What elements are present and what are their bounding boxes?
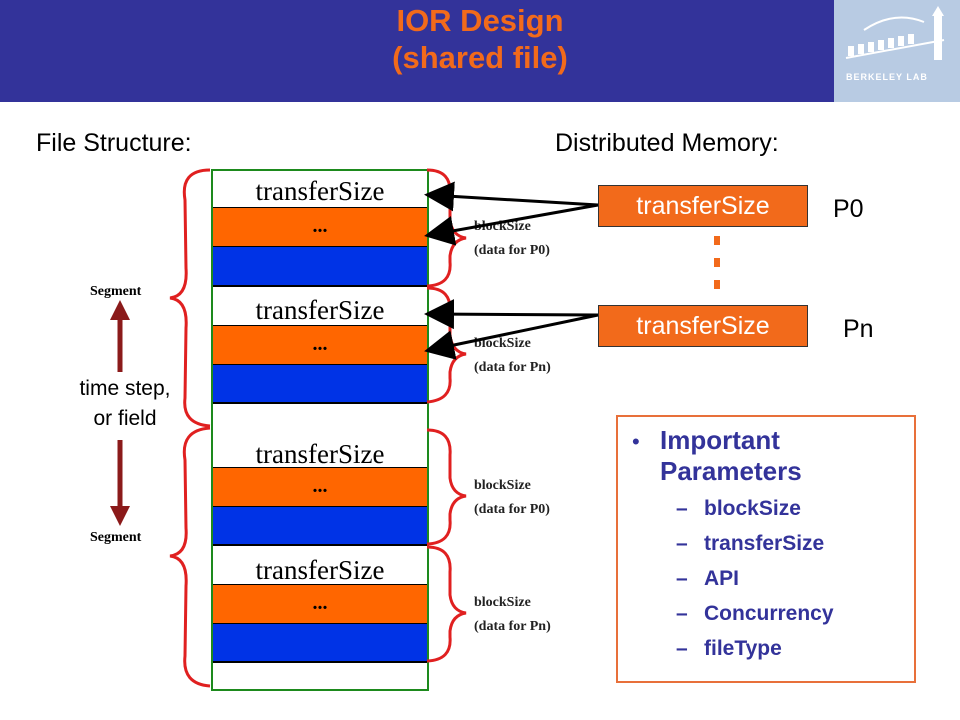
file-transfer-label: transferSize — [255, 295, 385, 325]
segment-label-top: Segment — [90, 284, 142, 299]
param-item: –transferSize — [676, 532, 824, 556]
memory-transfer-box-pn: transferSize — [598, 305, 808, 347]
file-structure-heading: File Structure: — [36, 129, 192, 157]
params-bullet: • — [632, 429, 640, 454]
orange-band — [213, 208, 427, 247]
block-owner-text: (data for P0) — [474, 243, 550, 258]
vertical-ellipsis-icon — [709, 236, 725, 292]
file-dots: ... — [312, 592, 328, 614]
time-step-line-2: or field — [93, 407, 157, 430]
title-line-2: (shared file) — [392, 40, 568, 75]
block-size-text: blockSize — [474, 219, 531, 234]
block-owner-text: (data for P0) — [474, 502, 550, 517]
param-dash: – — [676, 567, 688, 590]
block-size-label: blockSize (data for Pn) — [474, 591, 551, 639]
left-brace-segment-1 — [169, 168, 211, 428]
param-text: fileType — [704, 637, 782, 660]
arrow-pn-to-transfer — [424, 299, 599, 330]
important-parameters-box: • Important Parameters –blockSize –trans… — [616, 415, 916, 683]
param-text: API — [704, 567, 740, 590]
file-transfer-label: transferSize — [255, 555, 385, 585]
right-brace-block-1 — [426, 168, 467, 288]
block-size-label: blockSize (data for P0) — [474, 474, 550, 522]
logo-text: BERKELEY LAB — [846, 72, 928, 82]
file-dots: ... — [312, 475, 328, 497]
left-brace-segment-2 — [169, 426, 211, 688]
param-dash: – — [676, 497, 688, 520]
slide-title: IOR Design (shared file) — [200, 2, 760, 76]
process-label-p0: P0 — [833, 195, 864, 223]
file-transfer-label: transferSize — [255, 439, 385, 469]
title-line-1: IOR Design — [396, 3, 564, 38]
block-owner-text: (data for Pn) — [474, 619, 551, 634]
block-size-text: blockSize — [474, 595, 531, 610]
header-bar: IOR Design (shared file) BERKELEY LAB — [0, 0, 960, 102]
berkeley-lab-logo-icon — [845, 6, 945, 60]
blue-band — [213, 365, 427, 404]
params-title: Important Parameters — [660, 425, 802, 486]
orange-band — [213, 326, 427, 365]
param-item: –Concurrency — [676, 602, 834, 626]
param-text: Concurrency — [704, 602, 834, 625]
time-step-line-1: time step, — [79, 377, 171, 400]
block-owner-text: (data for Pn) — [474, 360, 551, 375]
transfer-band — [213, 431, 427, 468]
param-text: blockSize — [704, 497, 801, 520]
file-dots: ... — [312, 215, 328, 237]
blue-band — [213, 247, 427, 287]
block-size-text: blockSize — [474, 336, 531, 351]
memory-transfer-box-p0: transferSize — [598, 185, 808, 227]
param-item: –fileType — [676, 637, 782, 661]
blue-band — [213, 624, 427, 663]
right-brace-block-4 — [426, 545, 467, 663]
time-step-arrow-up-head — [110, 300, 130, 320]
file-dots: ... — [312, 333, 328, 355]
blue-band — [213, 507, 427, 546]
block-size-text: blockSize — [474, 478, 531, 493]
param-text: transferSize — [704, 532, 825, 555]
berkeley-lab-logo: BERKELEY LAB — [834, 0, 960, 102]
param-item: –API — [676, 567, 739, 591]
time-step-label: time step, or field — [50, 374, 200, 434]
param-item: –blockSize — [676, 497, 801, 521]
segment-label-bottom: Segment — [90, 530, 142, 545]
process-label-pn: Pn — [843, 315, 874, 343]
arrow-p0-to-block — [424, 203, 599, 246]
transfer-band — [213, 547, 427, 585]
file-transfer-label: transferSize — [255, 176, 385, 206]
param-dash: – — [676, 532, 688, 555]
block-size-label: blockSize (data for P0) — [474, 215, 550, 263]
orange-band — [213, 585, 427, 624]
right-brace-block-3 — [426, 428, 467, 546]
time-step-arrow-down-head — [110, 506, 130, 526]
arrow-pn-to-block — [424, 313, 599, 360]
param-dash: – — [676, 637, 688, 660]
distributed-memory-heading: Distributed Memory: — [555, 129, 779, 157]
file-structure-box: transferSize ... transferSize ... transf… — [211, 169, 429, 691]
param-dash: – — [676, 602, 688, 625]
orange-band — [213, 468, 427, 507]
block-size-label: blockSize (data for Pn) — [474, 332, 551, 380]
transfer-band — [213, 287, 427, 326]
transfer-band — [213, 171, 427, 208]
arrow-p0-to-transfer — [424, 181, 599, 212]
